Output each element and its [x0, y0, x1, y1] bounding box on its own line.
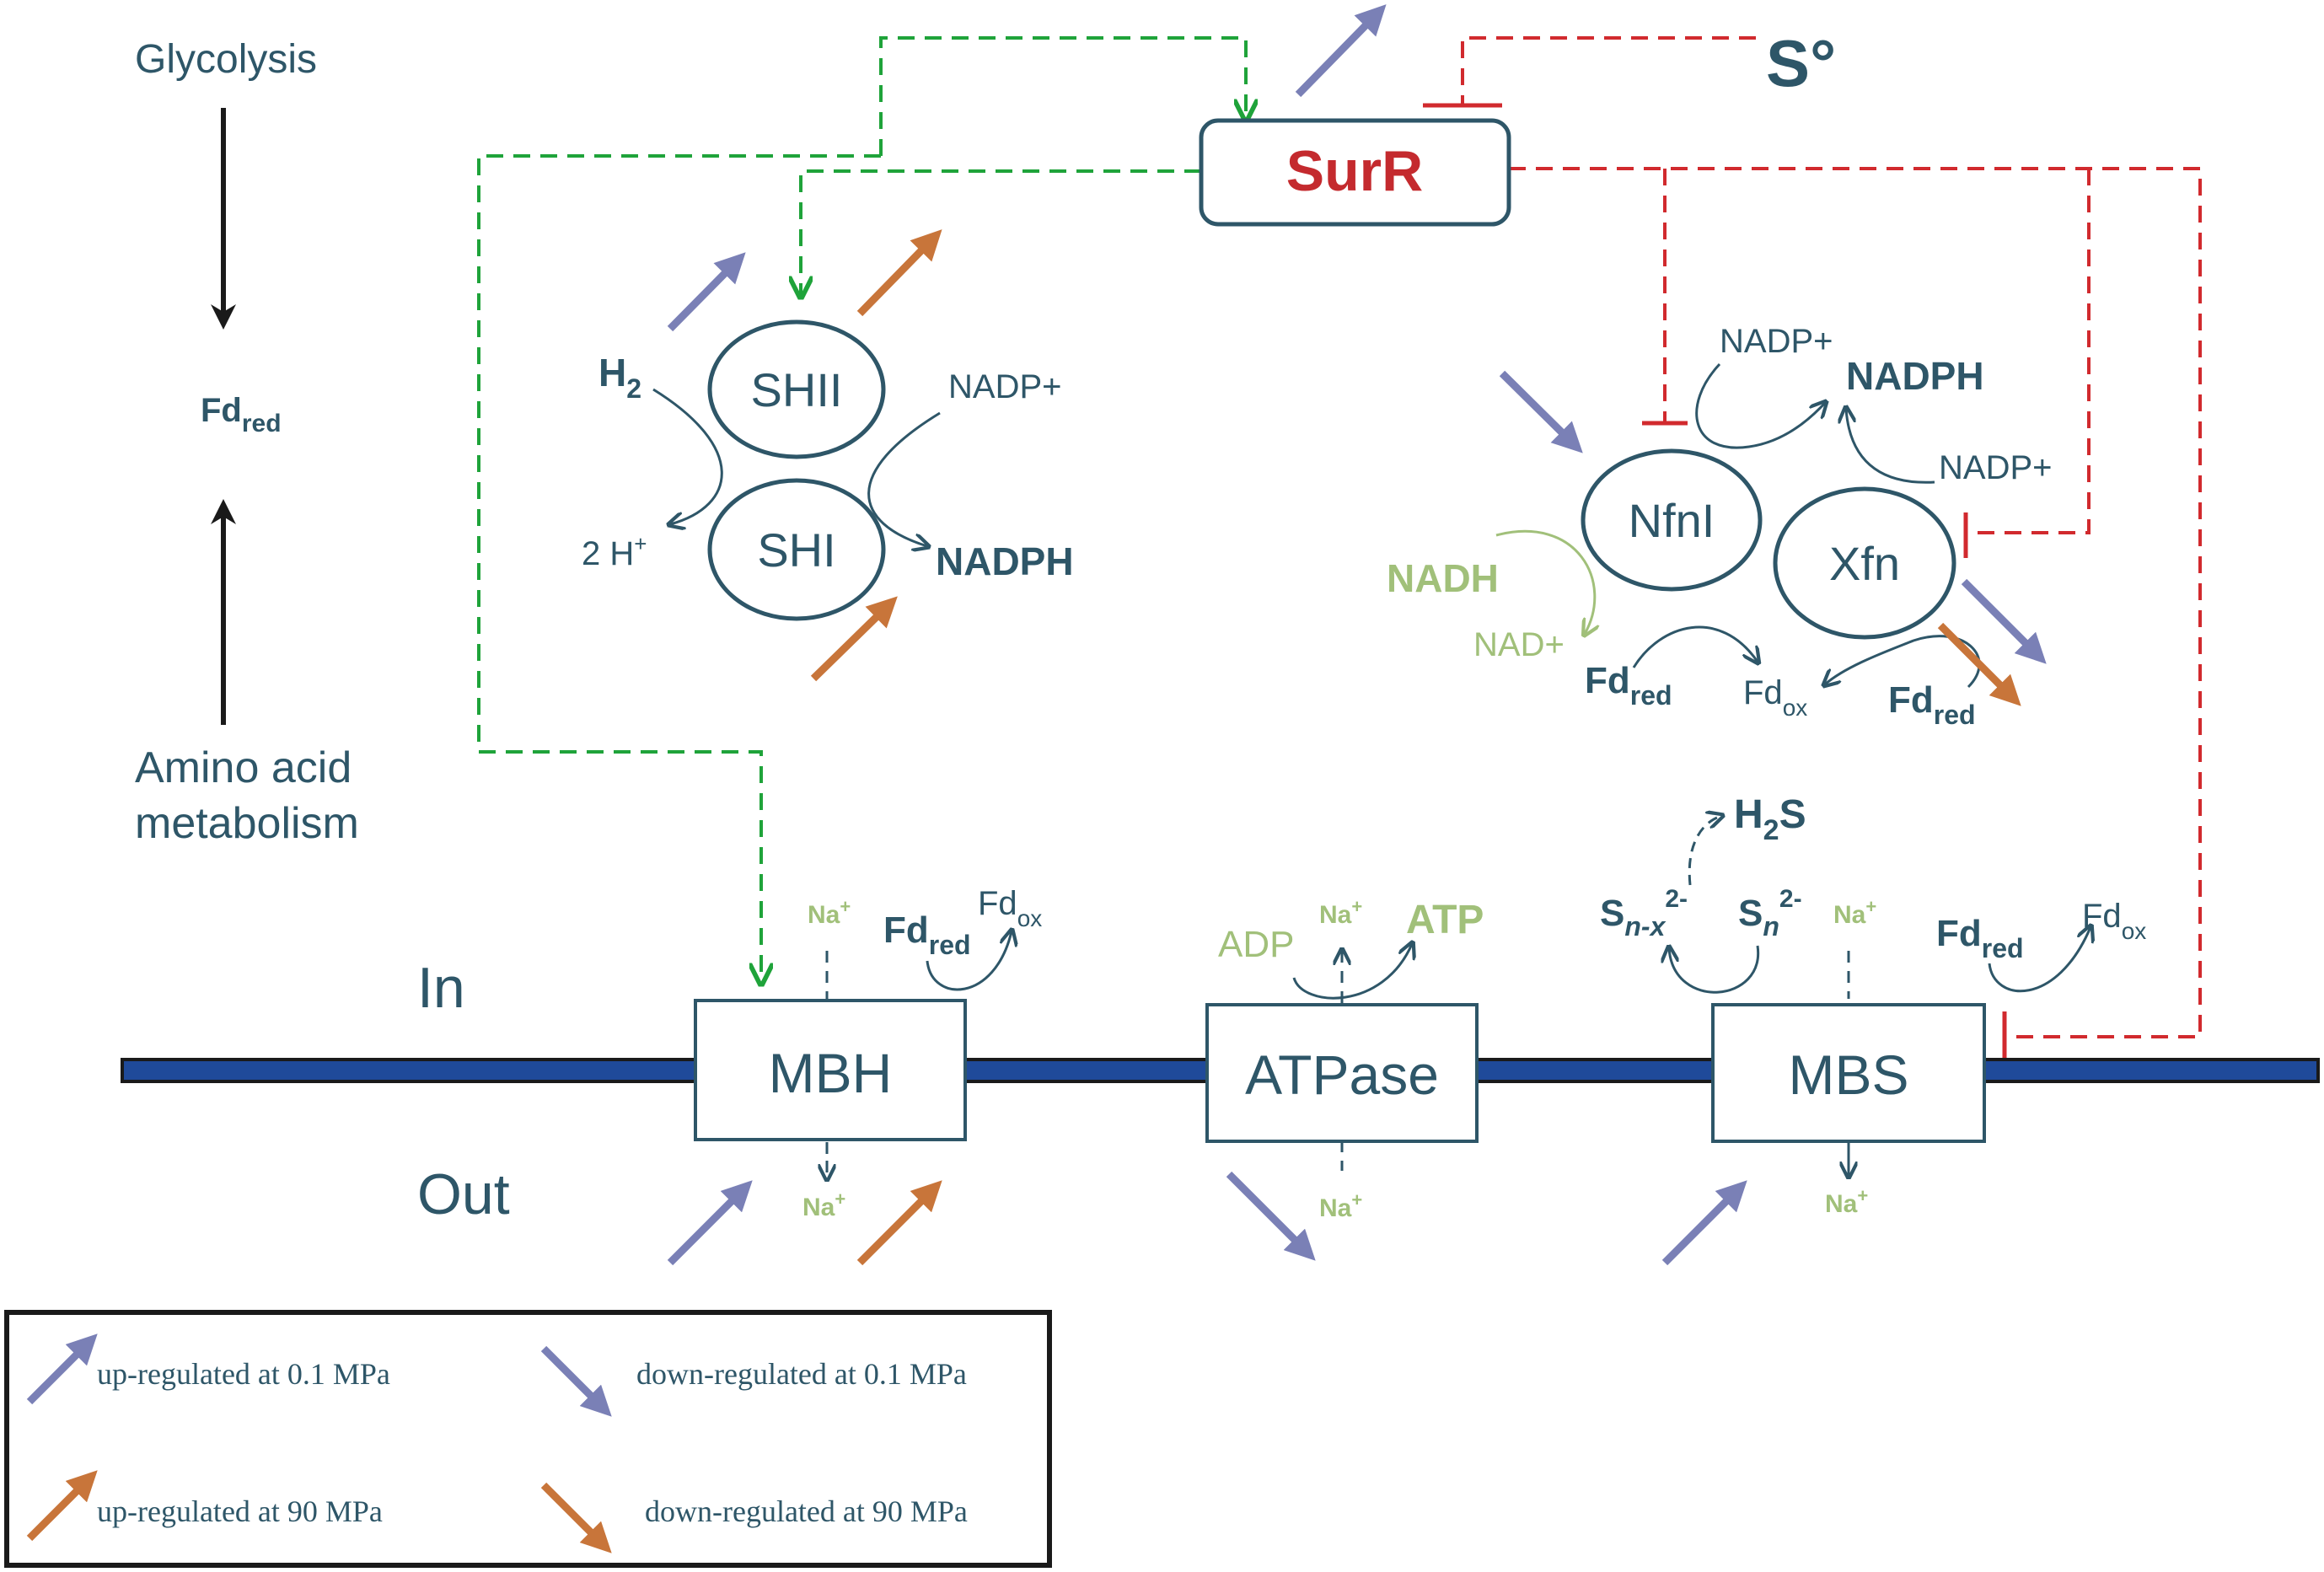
nfni-fd-red-label: Fdred [1585, 660, 1672, 711]
shii-up-low-arrow [667, 252, 746, 332]
mbs-na-in: Na+ [1833, 896, 1876, 929]
nfni-down-low-arrow [1499, 370, 1583, 453]
h2s-label: H2S [1734, 792, 1806, 846]
hydrogenase-complex: SHII SHI H2 2 H+ NADP+ NADPH [582, 319, 1074, 621]
legend-up-low-icon [26, 1333, 98, 1405]
atpase-box [1205, 1003, 1479, 1143]
metabolic-sources: Glycolysis Fdred Amino acid metabolism [135, 37, 359, 848]
mbs-label: MBS [1788, 1044, 1908, 1106]
mbs-fd-red: Fdred [1936, 913, 2024, 963]
shii-label: SHII [751, 363, 843, 416]
xfn-fd-red-label: Fdred [1888, 679, 1976, 730]
surr-label: SurR [1286, 139, 1423, 203]
xfn-down-low-arrow [1961, 578, 2047, 664]
atpase-na-out: Na+ [1319, 1189, 1362, 1222]
mbh-box [694, 999, 967, 1141]
mbs-box [1711, 1003, 1986, 1143]
nad-label: NAD+ [1473, 626, 1565, 663]
mbh-na-out: Na+ [802, 1188, 845, 1221]
atp-synthesis-curve [1292, 944, 1412, 1000]
mbh-fd-curve [926, 931, 1012, 991]
mbs-na-out: Na+ [1825, 1185, 1868, 1218]
surr-repression-lines [1423, 36, 2202, 1065]
h2-label: H2 [598, 351, 641, 404]
atp-label: ATP [1406, 898, 1484, 942]
repression-xfn-branch [1966, 169, 2091, 534]
shi-up-high-arrow [810, 596, 898, 682]
nfni-nadp-label: NADP+ [1720, 323, 1833, 360]
legend-up-high-icon [26, 1470, 98, 1542]
mbh-up-high-arrow [856, 1180, 942, 1266]
shi-nadph-label: NADPH [936, 539, 1074, 583]
snx-label: Sn-x2- [1600, 885, 1688, 942]
xfn-ellipse [1773, 486, 1956, 640]
surr-activation-lines [477, 36, 1246, 982]
nfni-nadph-label: NADPH [1846, 354, 1984, 398]
amino-acid-label-line2: metabolism [135, 799, 359, 848]
surr-regulator: SurR S° [1199, 26, 1836, 227]
mbh-label: MBH [769, 1042, 893, 1104]
atpase-down-low-arrow [1226, 1171, 1316, 1261]
legend-down-high-icon [540, 1482, 612, 1553]
nfni-fd-curve [1632, 625, 1758, 668]
mbs-up-low-arrow [1661, 1180, 1747, 1266]
protons-label: 2 H+ [582, 531, 647, 572]
surr-activation-mbh [477, 154, 881, 982]
nadp-reduction-curve [867, 411, 941, 546]
nadh-oxidation-curve [1495, 529, 1595, 634]
legend-up-high-text: up-regulated at 90 MPa [97, 1494, 383, 1528]
nfn-complex: NfnI Xfn NADP+ NADPH NADP+ NADH NAD+ Fdr… [1387, 323, 2053, 730]
membrane-section: In Out MBH Na+ Na+ Fdred Fdox ATPase ADP… [121, 792, 2320, 1226]
sulfur-repression [1461, 36, 1756, 105]
polysulfide-reduction-curve [1669, 946, 1760, 994]
fd-ox-label: Fdox [1743, 674, 1807, 721]
mbh-up-low-arrow [667, 1180, 753, 1266]
h2-oxidation-curve [652, 388, 723, 524]
sn-label: Sn2- [1738, 885, 1802, 942]
atpase-na-in: Na+ [1319, 896, 1362, 929]
amino-acid-label-line1: Amino acid [135, 743, 352, 792]
mbs-fd-ox: Fdox [2082, 898, 2146, 944]
legend-box [4, 1310, 1052, 1568]
surr-up-low-arrow [1295, 4, 1387, 98]
inside-label: In [417, 956, 465, 1020]
legend-down-low-icon [540, 1345, 612, 1417]
shii-nadp-label: NADP+ [948, 368, 1062, 405]
fd-red-label: Fdred [201, 392, 282, 437]
xfn-label: Xfn [1829, 537, 1900, 590]
nfni-nadp-curve [1695, 362, 1825, 449]
mbh-fd-red: Fdred [883, 909, 971, 960]
shi-ellipse [707, 478, 886, 621]
sulfur-label: S° [1766, 26, 1836, 100]
legend-down-high-text: down-regulated at 90 MPa [645, 1494, 968, 1528]
outside-label: Out [417, 1162, 510, 1226]
legend-down-low-text: down-regulated at 0.1 MPa [636, 1357, 967, 1391]
nadh-label: NADH [1387, 556, 1499, 600]
mbh-fd-ox: Fdox [978, 885, 1042, 931]
atpase-label: ATPase [1245, 1044, 1439, 1106]
glycolysis-label: Glycolysis [135, 37, 317, 82]
shii-up-high-arrow [856, 229, 942, 317]
legend: up-regulated at 0.1 MPa down-regulated a… [4, 1310, 1052, 1568]
adp-label: ADP [1218, 924, 1294, 965]
surr-activation-self [879, 36, 1246, 156]
nfni-label: NfnI [1629, 494, 1715, 547]
mbh-na-in: Na+ [808, 896, 851, 929]
xfn-nadp-label: NADP+ [1939, 449, 2053, 486]
h2s-release-curve [1688, 816, 1721, 886]
regulation-arrows [667, 4, 2047, 1266]
surr-activation-shii [801, 169, 1201, 295]
shii-ellipse [707, 319, 886, 459]
surr-box [1199, 118, 1511, 227]
nfni-ellipse [1581, 448, 1763, 592]
legend-up-low-text: up-regulated at 0.1 MPa [97, 1357, 390, 1391]
shi-label: SHI [757, 523, 835, 577]
mbs-fd-curve [1988, 927, 2091, 993]
xfn-down-high-arrow [1937, 622, 2021, 706]
xfn-nadp-curve [1846, 409, 1935, 484]
